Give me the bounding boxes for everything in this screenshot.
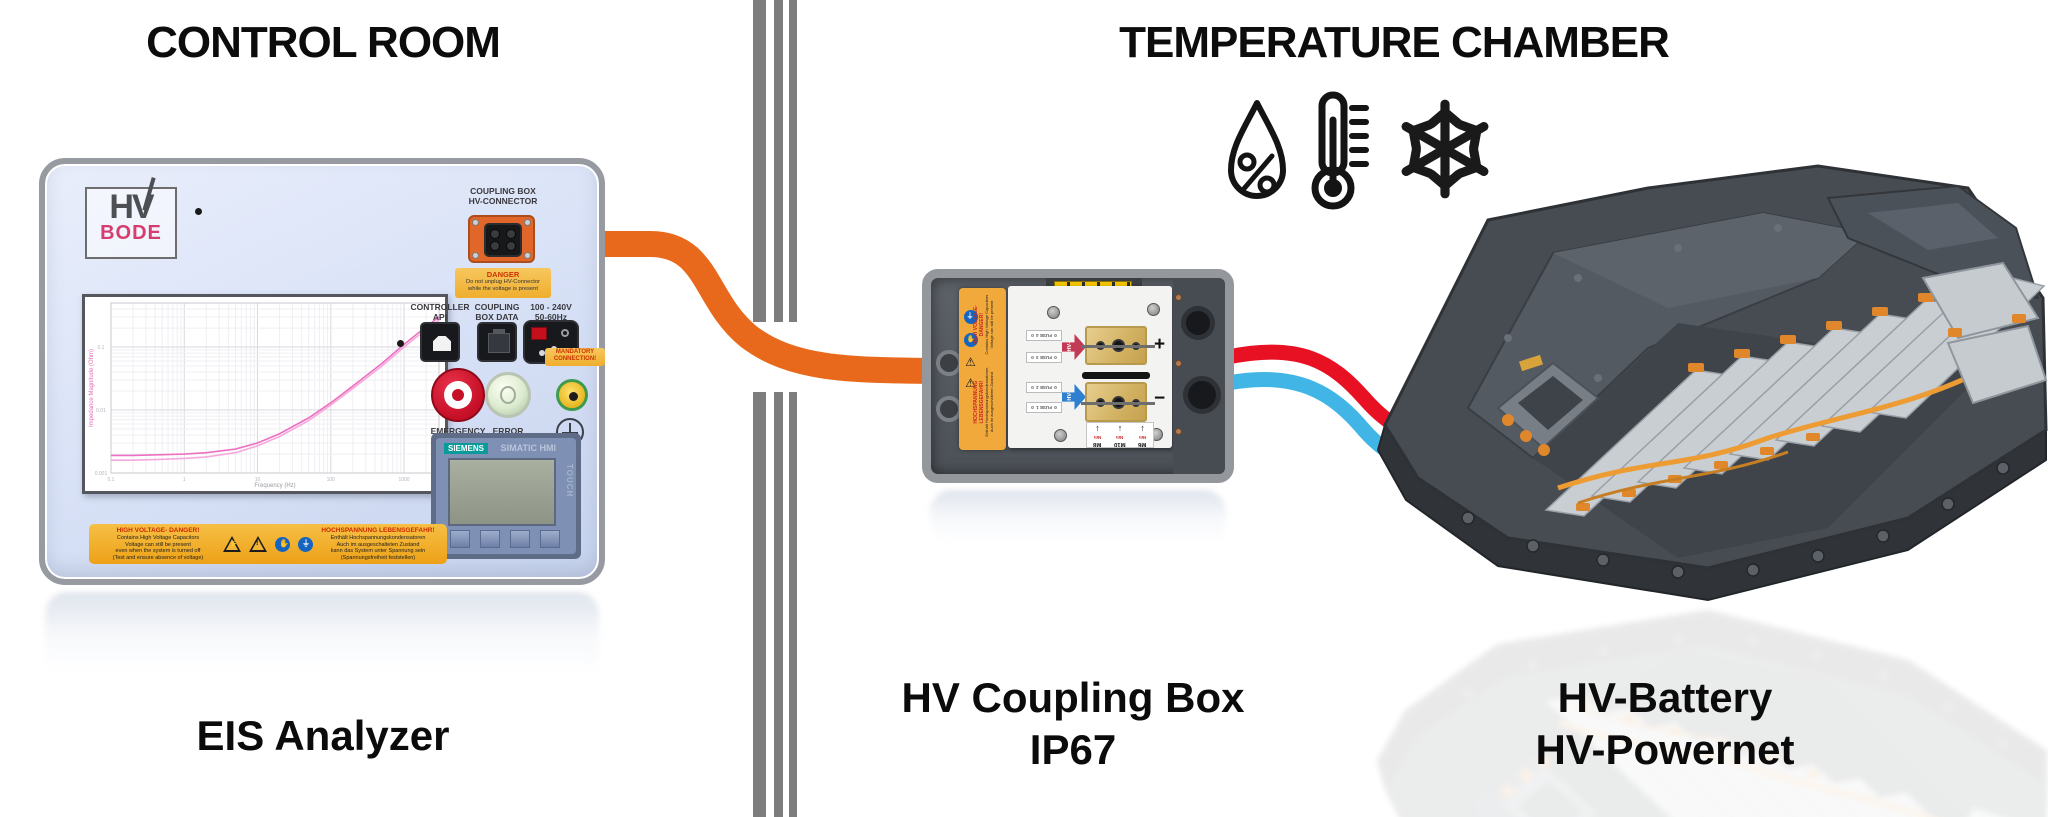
usb-b-port[interactable] (420, 322, 460, 362)
chamber-wall-bar (774, 392, 783, 817)
hmi-function-key[interactable] (510, 530, 530, 548)
snowflake-icon (1401, 99, 1489, 199)
hmi-function-key[interactable] (480, 530, 500, 548)
mandatory-connection-label: MANDATORY CONNECTION! (545, 348, 605, 366)
plus-sign: + (1154, 334, 1166, 355)
busbar-positive (1081, 326, 1155, 365)
panel-led-dot (195, 208, 202, 215)
warning-german-block: HOCHSPANNUNG LEBENSGEFAHR! Enthält Hochs… (321, 527, 435, 561)
control-room-title: CONTROL ROOM (146, 18, 501, 67)
touch-text: TOUCH (565, 464, 574, 498)
svg-text:100: 100 (327, 477, 336, 483)
danger-label: DANGER Do not unplug HV-Connector while … (455, 268, 551, 298)
svg-text:10: 10 (255, 477, 261, 483)
read-manual-icon: ✋ (275, 536, 290, 552)
side-warning-english: HIGH VOLTAGE- DANGER! Contains High Volt… (973, 294, 994, 355)
hv-connector-label: COUPLING BOX HV-CONNECTOR (468, 186, 538, 206)
hv-powernet-label: HV-Powernet (1535, 726, 1795, 773)
error-indicator-lamp (485, 372, 531, 418)
hmi-screen[interactable] (448, 458, 556, 526)
hmi-function-key[interactable] (450, 530, 470, 548)
fuse-tag: FUSE 3 (1026, 352, 1062, 363)
coupling-box-reflection (930, 490, 1226, 545)
read-manual-icon: ✋ (963, 333, 978, 347)
humidity-percent-icon (1228, 100, 1286, 199)
ground-jack[interactable] (556, 379, 588, 411)
exclamation-warning-icon: ! (249, 536, 267, 552)
simatic-hmi-text: SIMATIC HMI (500, 443, 556, 453)
hv-battery-illustration (1348, 164, 2048, 817)
hv-bode-logo: HV BODE (85, 177, 177, 259)
box-warning-side-label: ⏚ ✋ ⚠ ⚠ HOCHSPANNUNG LEBENSGEFAHR! Enthä… (959, 288, 1006, 450)
hv-connector-socket[interactable] (468, 215, 535, 263)
hv-coupling-box-device: ⏚ ✋ ⚠ ⚠ HOCHSPANNUNG LEBENSGEFAHR! Enthä… (922, 269, 1234, 483)
busbar-negative (1081, 382, 1155, 422)
siemens-logo: SIEMENS (444, 443, 489, 454)
bode-plot-canvas: Frequency (Hz)Impedance Magnitude (Ohm)0… (89, 302, 440, 489)
svg-text:0.01: 0.01 (96, 408, 106, 414)
lightning-warning-icon: ⚠ (965, 376, 976, 390)
chamber-wall-bar (774, 0, 783, 322)
eis-bode-plot: Frequency (Hz)Impedance Magnitude (Ohm)0… (82, 294, 448, 494)
error-label: ERROR (492, 426, 524, 436)
fuse-tag: FUSE 4 (1026, 330, 1062, 341)
hv-battery-label: HV-Battery (1557, 674, 1773, 721)
svg-text:0.1: 0.1 (108, 477, 115, 483)
side-warning-german: HOCHSPANNUNG LEBENSGEFAHR! Enthält Hochs… (973, 367, 994, 437)
hv-output-connector (1181, 306, 1215, 340)
chamber-wall-bar (789, 392, 797, 817)
thermometer-icon (1311, 91, 1369, 210)
hv-minus-arrow: HV- (1062, 384, 1086, 410)
eis-analyzer-device: HV BODE Frequency (Hz) Impedance Magnitud… (39, 158, 605, 585)
warning-icons-group: ⚡ ! ✋ ⏚ (223, 536, 313, 552)
hmi-function-key[interactable] (540, 530, 560, 548)
svg-text:Impedance Magnitude (Ohm): Impedance Magnitude (Ohm) (89, 349, 95, 427)
logo-hv-text: HV (109, 188, 154, 226)
logo-bode-text: BODE (100, 222, 162, 244)
rj45-port[interactable] (477, 322, 517, 362)
minus-sign: − (1154, 388, 1166, 409)
siemens-hmi-panel: SIEMENS SIMATIC HMI TOUCH (431, 433, 581, 559)
svg-text:0.1: 0.1 (98, 345, 105, 351)
lightning-warning-icon: ⚡ (223, 536, 241, 552)
exclamation-warning-icon: ⚠ (965, 355, 976, 369)
eis-reflection (45, 592, 599, 677)
ground-mandatory-icon: ⏚ (963, 310, 978, 324)
svg-text:1: 1 (183, 477, 186, 483)
output-compartment (1173, 278, 1225, 474)
svg-text:1000: 1000 (398, 477, 409, 483)
hv-output-connector (1183, 376, 1221, 414)
chamber-wall-bar (789, 0, 797, 322)
warning-english-block: HIGH VOLTAGE- DANGER! Contains High Volt… (112, 527, 204, 561)
busbar-divider (1082, 372, 1150, 379)
coupling-box-label-line2: IP67 (1029, 726, 1117, 773)
chamber-wall-bar (753, 0, 766, 322)
busbar-panel: FUSE 4 FUSE 3 FUSE 2 FUSE 1 HV+ HV- + (1008, 286, 1172, 448)
temperature-chamber-title: TEMPERATURE CHAMBER (1119, 18, 1670, 67)
svg-text:Frequency (Hz): Frequency (Hz) (254, 483, 295, 489)
svg-text:0.001: 0.001 (95, 471, 108, 477)
eis-analyzer-label: EIS Analyzer (196, 712, 450, 759)
ground-mandatory-icon: ⏚ (298, 536, 313, 552)
fuse-tag: FUSE 1 (1026, 402, 1062, 413)
fuse-tag: FUSE 2 (1026, 382, 1062, 393)
high-voltage-warning-stripe: HIGH VOLTAGE- DANGER! Contains High Volt… (89, 524, 447, 564)
chamber-wall-bar (753, 392, 766, 817)
coupling-box-label-line1: HV Coupling Box (901, 674, 1245, 721)
emergency-stop-button[interactable] (431, 368, 485, 422)
hv-cable-orange (596, 231, 935, 384)
